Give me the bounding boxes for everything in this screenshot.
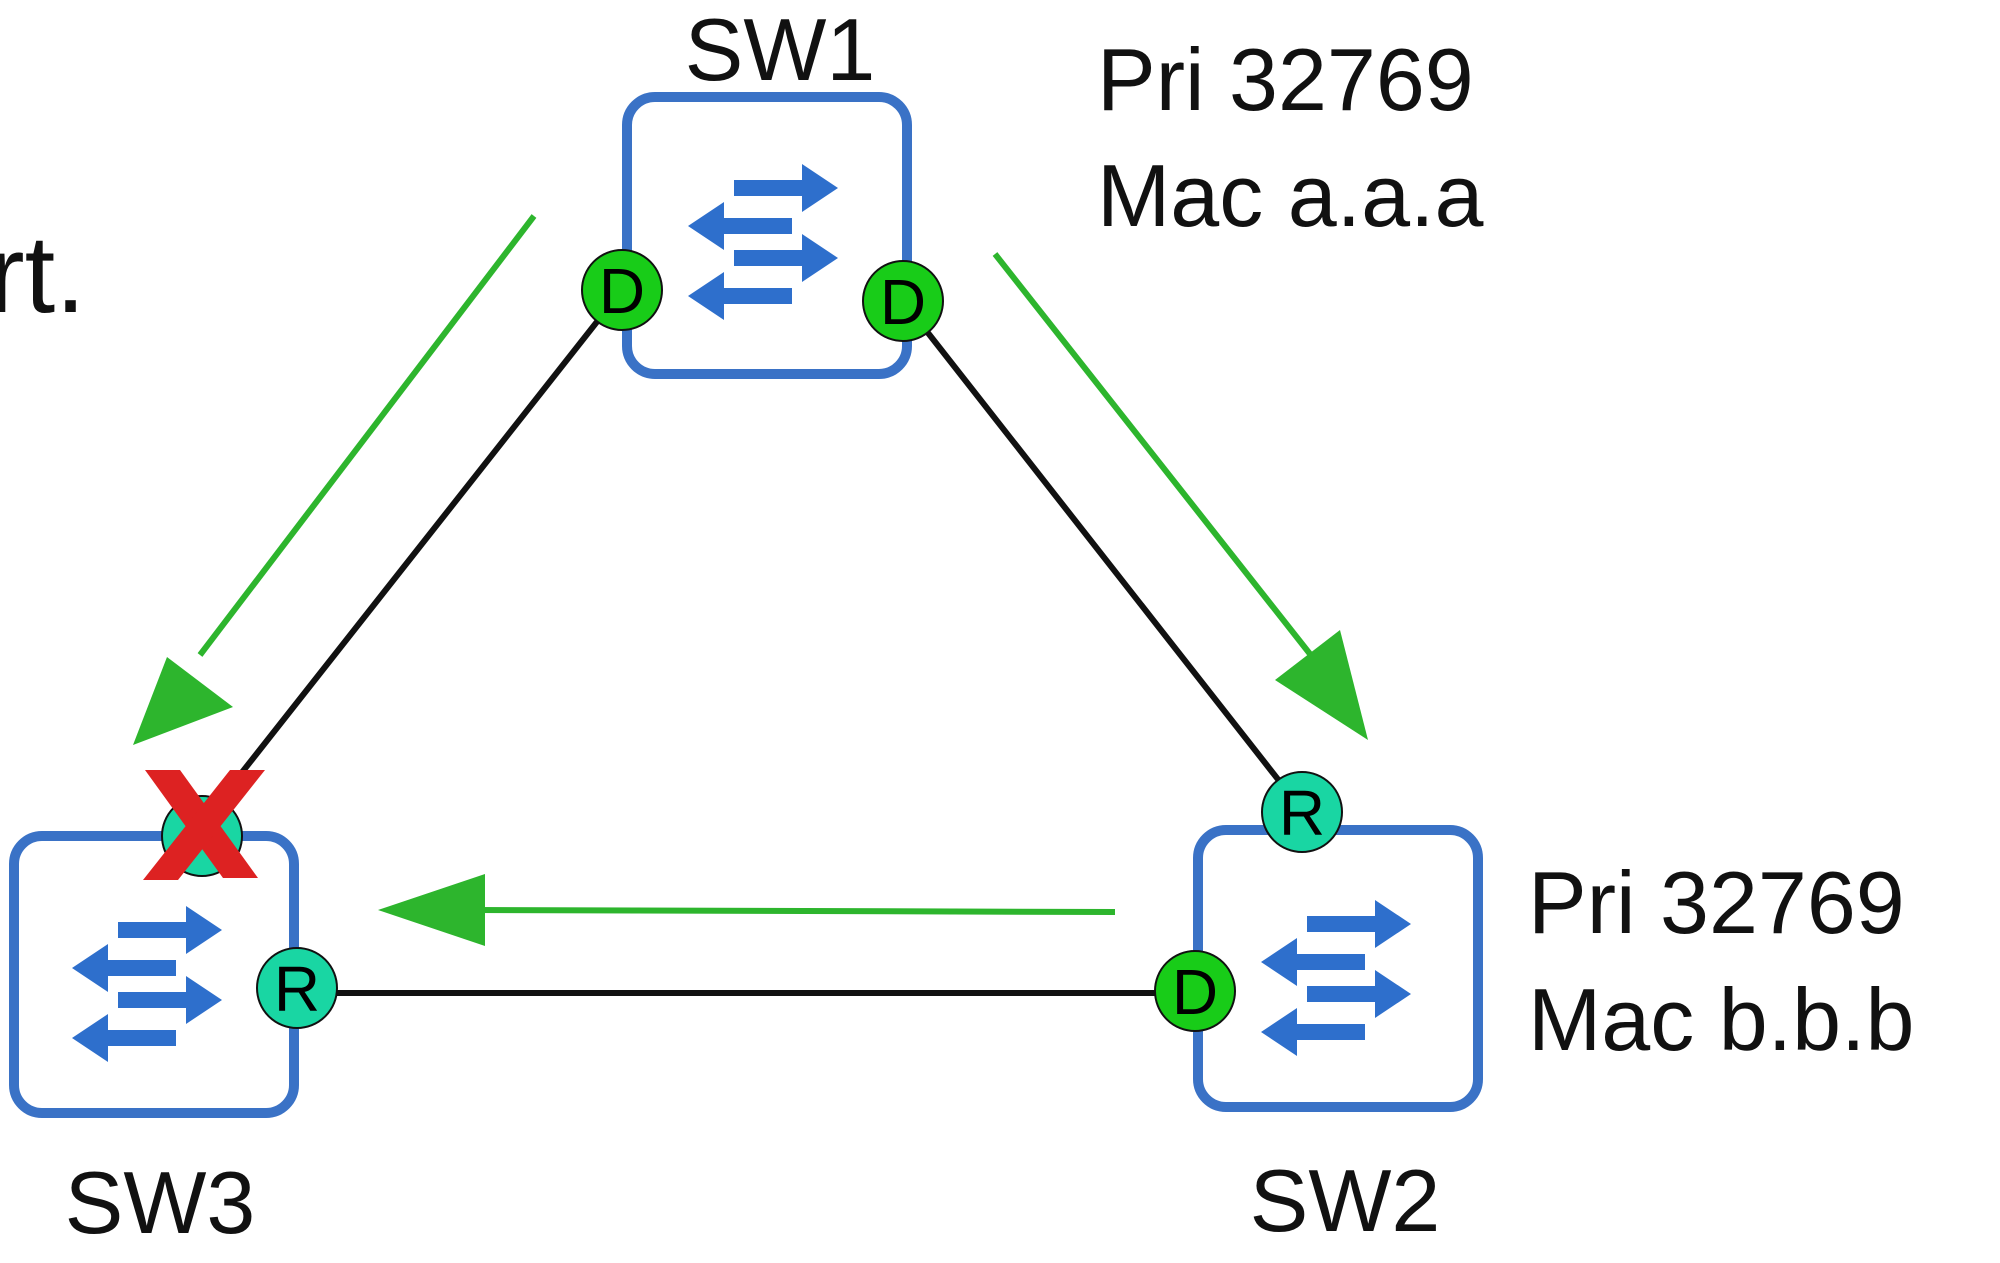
port-sw3-right[interactable]: R: [256, 947, 338, 1029]
port-sw2-top[interactable]: R: [1261, 771, 1343, 853]
partial-text: rt.: [0, 213, 86, 336]
port-role-label: D: [599, 255, 645, 327]
port-role-label: D: [1172, 956, 1218, 1028]
flow-arrow-sw1-to-sw3: [133, 214, 537, 745]
sw1-mac-label: Mac a.a.a: [1097, 146, 1483, 245]
switch-name-sw1: SW1: [685, 0, 876, 99]
port-sw3-top-blocked[interactable]: [143, 770, 265, 880]
port-sw1-right[interactable]: D: [862, 260, 944, 342]
sw2-mac-label: Mac b.b.b: [1528, 970, 1914, 1069]
switch-name-sw2: SW2: [1250, 1151, 1441, 1250]
switch-sw1[interactable]: [622, 92, 912, 379]
port-role-label: R: [274, 953, 320, 1025]
port-sw2-left[interactable]: D: [1154, 950, 1236, 1032]
port-sw1-left[interactable]: D: [581, 249, 663, 331]
flow-arrow-sw1-to-sw2: [992, 252, 1368, 740]
switch-name-sw3: SW3: [65, 1153, 256, 1252]
link-sw1-sw2: [900, 299, 1305, 812]
sw2-priority-label: Pri 32769: [1528, 853, 1905, 952]
port-role-label: R: [1279, 777, 1325, 849]
link-sw1-sw3: [192, 288, 625, 834]
port-role-label: D: [880, 266, 926, 338]
x-mark-icon: [143, 770, 265, 880]
flow-arrow-sw2-to-sw3: [378, 874, 1116, 946]
sw1-priority-label: Pri 32769: [1097, 30, 1474, 129]
switch-sw2[interactable]: [1193, 825, 1483, 1112]
